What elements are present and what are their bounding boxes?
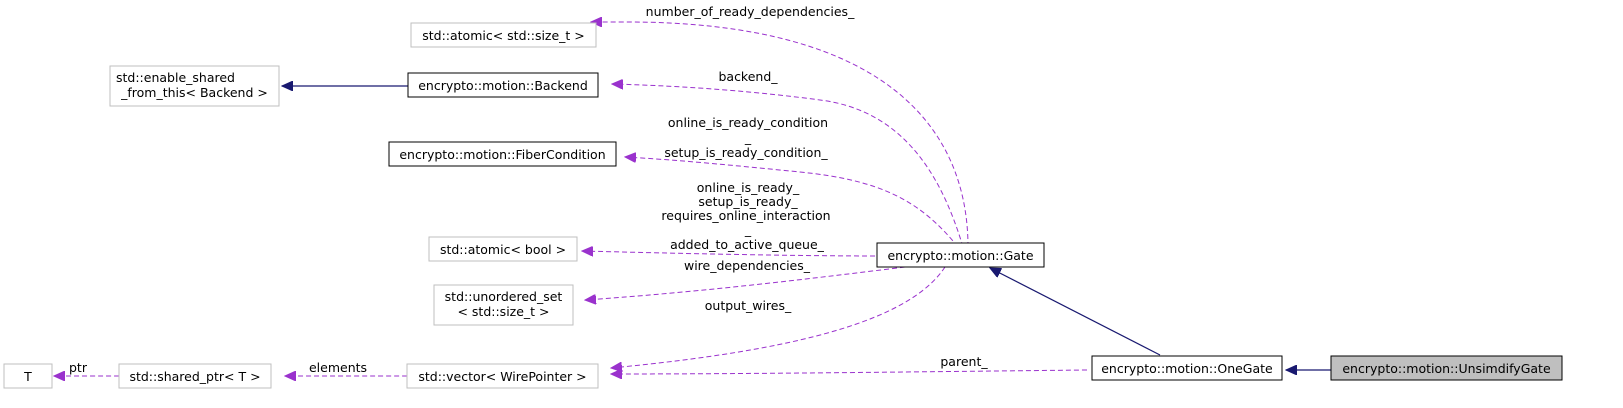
label-parent: parent_ xyxy=(940,354,988,369)
label-added-to-active-queue: added_to_active_queue_ xyxy=(670,237,825,252)
label-output-wires: output_wires_ xyxy=(705,298,792,313)
node-unordered-set-label-2: < std::size_t > xyxy=(457,304,549,319)
label-underscore-2: _ xyxy=(744,222,752,237)
node-one-gate[interactable]: encrypto::motion::OneGate xyxy=(1091,355,1283,381)
node-vector-wire-pointer[interactable]: std::vector< WirePointer > xyxy=(406,363,599,389)
node-unordered-set-label-1: std::unordered_set xyxy=(445,289,563,304)
node-backend[interactable]: encrypto::motion::Backend xyxy=(407,72,599,98)
label-online-is-ready-condition: online_is_ready_condition xyxy=(668,115,828,130)
node-unsimdify-gate-label: encrypto::motion::UnsimdifyGate xyxy=(1342,361,1551,376)
node-fiber-condition-label: encrypto::motion::FiberCondition xyxy=(399,147,605,162)
edge-labels: number_of_ready_dependencies_ backend_ o… xyxy=(69,4,988,375)
edge-backend xyxy=(612,84,964,248)
label-number-of-ready-dependencies: number_of_ready_dependencies_ xyxy=(646,4,855,19)
label-underscore-1: _ xyxy=(744,130,752,145)
node-enable-shared-label-2: _from_this< Backend > xyxy=(120,85,268,100)
edge-output-wires xyxy=(611,266,946,368)
node-enable-shared-from-this[interactable]: std::enable_shared _from_this< Backend > xyxy=(109,65,280,107)
node-t-label: T xyxy=(23,369,32,384)
edge-onegate-inherits-gate xyxy=(990,268,1161,356)
node-gate[interactable]: encrypto::motion::Gate xyxy=(876,242,1045,268)
node-t[interactable]: T xyxy=(3,363,53,389)
edge-atomic-bool xyxy=(582,251,884,257)
node-atomic-size-t-label: std::atomic< std::size_t > xyxy=(422,28,585,43)
node-atomic-bool[interactable]: std::atomic< bool > xyxy=(428,236,578,262)
node-atomic-bool-label: std::atomic< bool > xyxy=(440,242,566,257)
label-wire-dependencies: wire_dependencies_ xyxy=(684,258,811,273)
node-enable-shared-label-1: std::enable_shared xyxy=(116,70,235,85)
usage-edges xyxy=(54,22,1088,376)
label-setup-is-ready-condition: setup_is_ready_condition_ xyxy=(664,145,828,160)
label-setup-is-ready: setup_is_ready_ xyxy=(698,194,798,209)
edge-wire-dependencies xyxy=(585,266,906,300)
node-unordered-set[interactable]: std::unordered_set < std::size_t > xyxy=(433,284,574,326)
node-unsimdify-gate[interactable]: encrypto::motion::UnsimdifyGate xyxy=(1330,355,1563,381)
inheritance-edges xyxy=(282,86,1331,370)
node-one-gate-label: encrypto::motion::OneGate xyxy=(1101,361,1273,376)
label-backend: backend_ xyxy=(718,69,778,84)
node-shared-ptr-label: std::shared_ptr< T > xyxy=(129,369,260,384)
edge-parent xyxy=(611,370,1088,374)
label-elements: elements xyxy=(309,360,367,375)
node-shared-ptr[interactable]: std::shared_ptr< T > xyxy=(118,363,272,389)
label-online-is-ready: online_is_ready_ xyxy=(697,180,800,195)
node-vector-wire-pointer-label: std::vector< WirePointer > xyxy=(418,369,586,384)
node-backend-label: encrypto::motion::Backend xyxy=(418,78,588,93)
edge-fiber-condition xyxy=(625,157,959,248)
label-requires-online-interaction: requires_online_interaction xyxy=(661,208,830,223)
node-gate-label: encrypto::motion::Gate xyxy=(887,248,1033,263)
node-fiber-condition[interactable]: encrypto::motion::FiberCondition xyxy=(388,141,617,167)
edge-number-of-ready-dependencies xyxy=(591,22,969,248)
node-atomic-size-t[interactable]: std::atomic< std::size_t > xyxy=(410,22,597,48)
label-ptr: ptr xyxy=(69,360,88,375)
